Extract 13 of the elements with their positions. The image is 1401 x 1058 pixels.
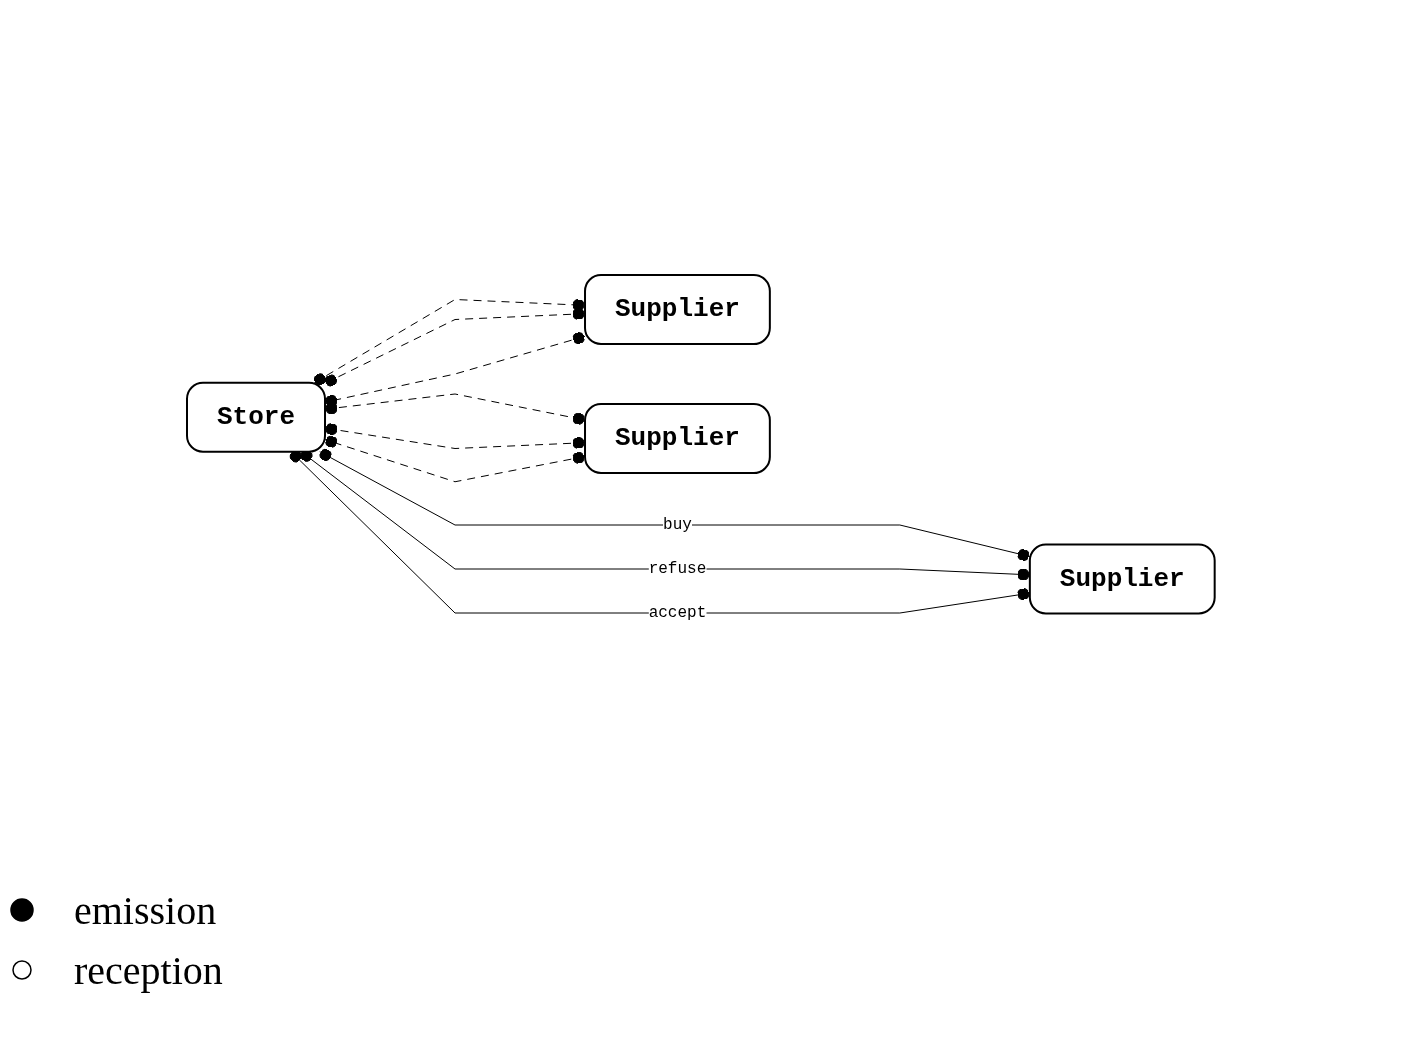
connector xyxy=(300,449,1030,581)
connector xyxy=(324,332,586,407)
node-box: Supplier xyxy=(583,274,771,345)
node-box: Supplier xyxy=(583,403,771,474)
legend-label: reception xyxy=(74,946,223,994)
connector xyxy=(289,450,1030,614)
connector xyxy=(318,448,1030,562)
edge-label: accept xyxy=(648,604,706,622)
legend-label: emission xyxy=(74,886,217,934)
node-box: Supplier xyxy=(1028,543,1216,615)
node-box: Store xyxy=(185,381,326,453)
edge-label: buy xyxy=(662,516,692,534)
edge-label: refuse xyxy=(648,560,706,578)
